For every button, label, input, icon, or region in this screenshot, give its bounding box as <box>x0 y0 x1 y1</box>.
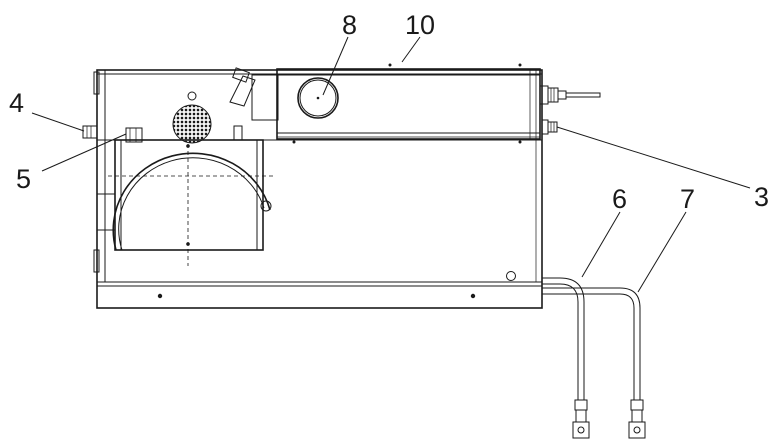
callout-7: 7 <box>680 184 695 214</box>
callout-6: 6 <box>612 184 627 214</box>
control-box <box>276 63 541 144</box>
callout-10: 10 <box>405 10 435 40</box>
cable-connector <box>539 85 601 105</box>
callout-3: 3 <box>754 182 769 212</box>
callout-4: 4 <box>9 88 24 118</box>
housing <box>93 69 543 309</box>
fitting-3 <box>541 119 558 135</box>
callouts: 4 5 8 10 3 6 7 <box>9 10 769 214</box>
leader-lines <box>31 36 751 293</box>
blower <box>112 67 279 251</box>
callout-8: 8 <box>342 10 357 40</box>
hose-6 <box>542 277 590 439</box>
hose-7 <box>542 287 646 439</box>
gauge <box>297 77 339 119</box>
motor <box>96 139 273 266</box>
callout-5: 5 <box>16 164 31 194</box>
fitting-4 <box>82 125 98 139</box>
